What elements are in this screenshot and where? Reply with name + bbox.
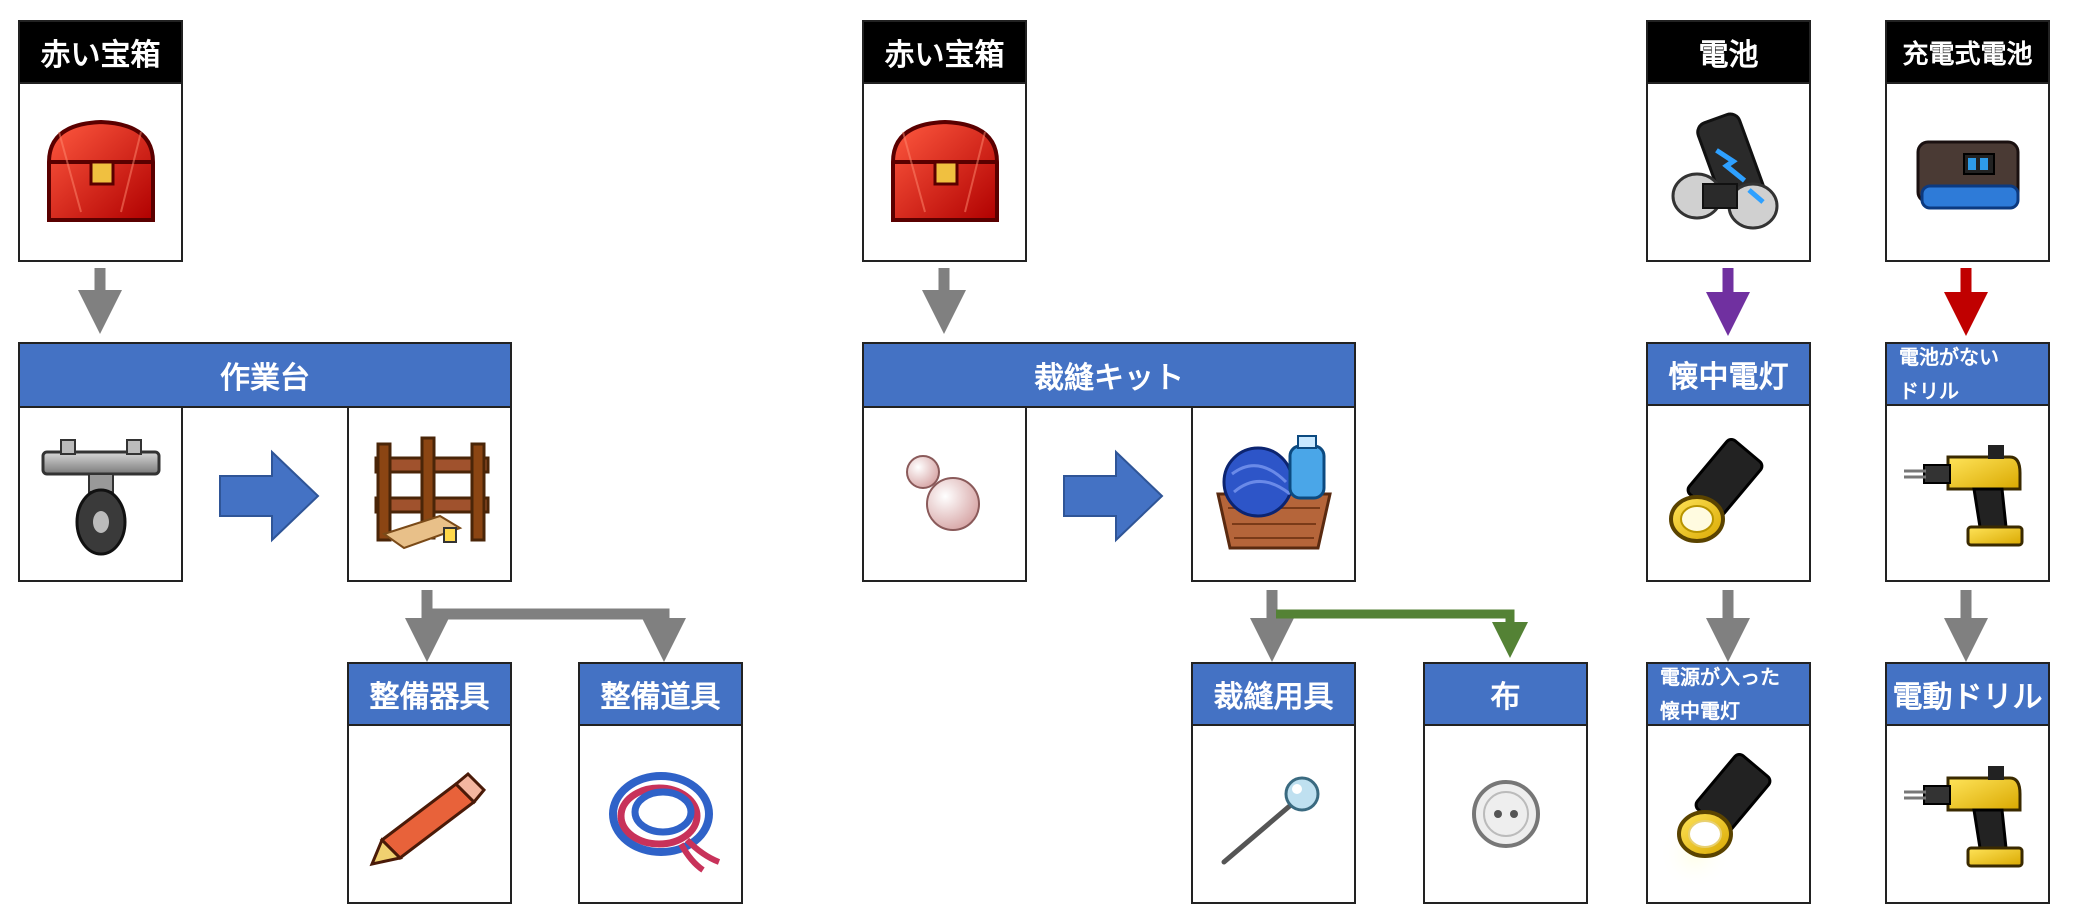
- cloth-card: 布: [1423, 662, 1588, 904]
- yarn-basket-box: [1191, 406, 1356, 582]
- arrow-big-right-col2: [1063, 449, 1164, 543]
- lit-flashlight-title: 電源が入った 懐中電灯: [1648, 664, 1809, 726]
- arrow-big-right-col1: [219, 449, 320, 543]
- battery-title: 電池: [1648, 22, 1809, 84]
- rechargeable-battery-title: 充電式電池: [1887, 22, 2048, 84]
- sewing-kit-banner: 裁縫キット: [862, 342, 1356, 408]
- pearl-box: [862, 406, 1027, 582]
- sewing-tools-title: 裁縫用具: [1193, 664, 1354, 726]
- drill-no-battery-title-line2: ドリル: [1899, 379, 1959, 403]
- lit-flashlight-card: 電源が入った 懐中電灯: [1646, 662, 1811, 904]
- pearl-icon: [905, 455, 980, 531]
- workbench-box: [347, 406, 512, 582]
- red-treasure-chest-icon: [46, 120, 155, 222]
- batteries-icon: [1659, 102, 1799, 242]
- flashlight-title: 懐中電灯: [1648, 344, 1809, 406]
- cloth-title: 布: [1425, 664, 1586, 726]
- red-chest-card-col2: 赤い宝箱: [862, 20, 1027, 262]
- drill-no-battery-title: 電池がない ドリル: [1887, 344, 2048, 406]
- rechargeable-battery-icon: [1916, 140, 2019, 210]
- power-drill-title: 電動ドリル: [1887, 664, 2048, 726]
- maintenance-tool-card: 整備器具: [347, 662, 512, 904]
- drill-no-battery-title-line1: 電池がない: [1899, 345, 1999, 369]
- sewing-tools-card: 裁縫用具: [1191, 662, 1356, 904]
- arrow-kit-to-cloth: [1276, 609, 1528, 658]
- lit-flashlight-title-line2: 懐中電灯: [1660, 699, 1740, 723]
- drill-no-battery-card: 電池がない ドリル: [1885, 342, 2050, 582]
- flashlight-card: 懐中電灯: [1646, 342, 1811, 582]
- maintenance-gear-title: 整備道具: [580, 664, 741, 726]
- power-drill-card: 電動ドリル: [1885, 662, 2050, 904]
- yarn-basket-icon: [1216, 434, 1331, 550]
- wooden-workbench-icon: [374, 436, 489, 550]
- red-chest-title: 赤い宝箱: [864, 22, 1025, 84]
- sewing-pin-icon: [1204, 744, 1344, 884]
- rechargeable-battery-card: 充電式電池: [1885, 20, 2050, 262]
- lit-flashlight-title-line1: 電源が入った: [1660, 665, 1780, 689]
- wheel-box: [18, 406, 183, 582]
- arrow-workbench-branch: [427, 608, 686, 662]
- pencil-icon: [370, 772, 485, 866]
- workbench-banner: 作業台: [18, 342, 512, 408]
- lit-flashlight-icon: [1658, 750, 1774, 884]
- power-drill-icon: [1902, 443, 2023, 547]
- battery-card: 電池: [1646, 20, 1811, 262]
- maintenance-gear-card: 整備道具: [578, 662, 743, 904]
- flashlight-icon: [1668, 435, 1766, 543]
- rope-coil-icon: [591, 744, 731, 884]
- caster-wheel-icon: [41, 438, 160, 556]
- maintenance-tool-title: 整備器具: [349, 664, 510, 726]
- button-icon: [1471, 780, 1540, 848]
- power-drill-icon: [1902, 764, 2023, 868]
- red-treasure-chest-icon: [890, 120, 999, 222]
- red-chest-title: 赤い宝箱: [20, 22, 181, 84]
- red-chest-card-col1: 赤い宝箱: [18, 20, 183, 262]
